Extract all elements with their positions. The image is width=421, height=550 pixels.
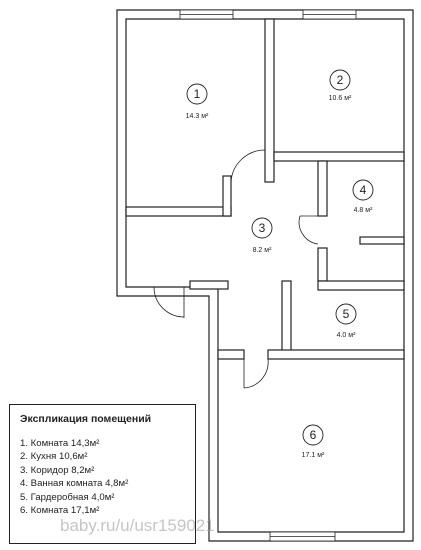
windows [179,9,357,542]
room-4-number: 4 [360,183,367,197]
room-label-1: 1 14.3 м² [186,83,209,120]
legend-item-2: 2. Кухня 10,6м² [20,451,88,463]
door-room-4 [298,215,319,245]
legend-item-5: 5. Гардеробная 4,0м² [20,491,115,503]
room-3-marker [251,217,273,239]
room-4-area: 4.8 м² [354,207,373,214]
legend-item-4: 4. Ванная комната 4,8м² [20,478,129,490]
legend-item-1: 1. Комната 14,3м² [20,438,100,449]
door-room-6 [243,358,269,389]
room-legend: Экспликация помещений 1. Комната 14,3м² … [9,404,196,544]
room-1-area: 14.3 м² [186,113,209,120]
room-label-2: 2 10.6 м² [329,69,352,102]
room-1-number: 1 [194,87,201,101]
room-label-6: 6 17.1 м² [302,424,325,459]
room-5-marker [335,303,357,325]
room-6-marker [302,424,324,446]
door-room-1 [230,149,266,183]
room-label-4: 4 4.8 м² [352,179,374,214]
doors [153,149,319,389]
legend-item-3: 3. Коридор 8,2м² [20,464,95,476]
room-label-5: 5 4.0 м² [335,303,357,339]
room-3-number: 3 [259,221,266,235]
room-6-number: 6 [310,428,317,442]
room-5-area: 4.0 м² [337,332,356,339]
interior-walls [125,18,405,360]
room-2-area: 10.6 м² [329,95,352,102]
room-4-marker [352,179,374,201]
room-6-area: 17.1 м² [302,452,325,459]
room-1-marker [186,83,208,105]
room-5-number: 5 [343,307,350,321]
room-label-3: 3 8.2 м² [251,217,273,254]
outer-walls [116,9,414,542]
door-entrance [153,286,185,318]
room-3-area: 8.2 м² [253,247,272,254]
legend-title: Экспликация помещений [20,413,152,425]
room-2-marker [329,69,351,91]
room-2-number: 2 [337,73,344,87]
legend-item-6: 6. Комната 17,1м² [20,505,100,517]
